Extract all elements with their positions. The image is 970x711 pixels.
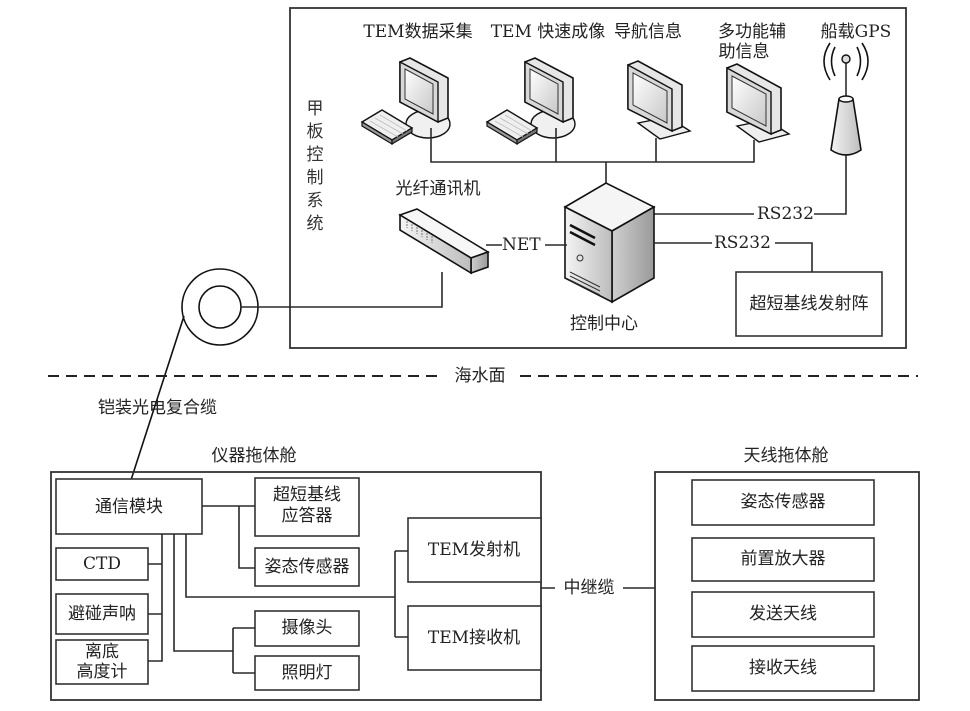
tx-antenna-box[interactable] <box>691 591 875 638</box>
tem-transmitter-box[interactable] <box>407 517 542 583</box>
ctd-box[interactable] <box>55 547 149 581</box>
deck-system-title: 甲板控制系统 <box>305 98 325 236</box>
usbl-link <box>654 242 813 272</box>
relay-cable-label: 中继缆 <box>563 578 615 598</box>
sonar-label: 避碰声呐 <box>68 604 136 624</box>
workstation-icon <box>361 57 451 145</box>
lighting-box[interactable] <box>254 655 360 691</box>
station-label-line1: 多功能辅 <box>718 22 786 42</box>
station-label: TEM数据采集 <box>363 22 473 42</box>
antenna-attitude-sensor-box[interactable] <box>691 479 875 526</box>
workstation-icon <box>486 57 576 145</box>
comm-to-left-sensors <box>148 534 163 662</box>
antenna-item-label: 接收天线 <box>749 658 817 678</box>
tem-receiver-label: TEM接收机 <box>427 628 521 648</box>
comm-module-label: 通信模块 <box>95 497 163 517</box>
fiber-comm-label: 光纤通讯机 <box>395 179 481 199</box>
rs232-gps-label: RS232 <box>757 204 814 224</box>
comm-to-tem <box>185 534 408 638</box>
network-switch-icon <box>398 208 490 275</box>
sea-surface-label: 海水面 <box>454 366 506 386</box>
instrument-tow-frame <box>50 471 542 701</box>
usbl-transponder-label-line2: 应答器 <box>281 506 333 526</box>
antenna-tow-frame <box>654 471 920 701</box>
camera-label: 摄像头 <box>281 618 333 638</box>
antenna-item-label: 发送天线 <box>749 604 817 624</box>
station-label: 导航信息 <box>614 22 682 42</box>
usbl-transponder-label-line1: 超短基线 <box>273 485 341 505</box>
armored-cable-label: 铠装光电复合缆 <box>98 398 217 418</box>
control-center-label: 控制中心 <box>570 314 638 334</box>
station-label: TEM 快速成像 <box>490 22 606 42</box>
altimeter-box[interactable] <box>55 639 149 685</box>
winch-to-switch <box>241 272 443 308</box>
attitude-sensor-label: 姿态传感器 <box>264 557 350 577</box>
preamp-box[interactable] <box>691 537 875 582</box>
gps-label: 船载GPS <box>820 22 892 42</box>
usbl-transponder-box[interactable] <box>254 477 360 537</box>
comm-to-camera-light <box>173 534 255 674</box>
monitor-icon <box>726 63 790 143</box>
server-tower-icon <box>563 182 656 304</box>
antenna-item-label: 前置放大器 <box>740 549 826 569</box>
tem-receiver-box[interactable] <box>407 605 542 671</box>
usbl-transmitter-label: 超短基线发射阵 <box>749 294 869 314</box>
lighting-label: 照明灯 <box>281 663 333 683</box>
ctd-label: CTD <box>83 554 121 574</box>
gps-antenna-icon <box>823 42 869 156</box>
attitude-sensor-box[interactable] <box>254 547 360 587</box>
deck-system-frame <box>289 7 907 349</box>
deck-system-title-text: 甲板控制系统 <box>306 99 324 234</box>
net-link-label: NET <box>502 235 541 255</box>
instrument-tow-title: 仪器拖体舱 <box>211 446 297 466</box>
comm-to-upper-right <box>202 505 255 569</box>
altimeter-label-line2: 高度计 <box>76 662 128 682</box>
usbl-transmitter-box <box>735 271 883 337</box>
workstation-bus <box>430 128 755 185</box>
altimeter-label-line1: 离底 <box>85 642 119 662</box>
armored-cable-line <box>130 315 185 481</box>
monitor-icon <box>627 60 691 140</box>
gps-link <box>814 155 847 215</box>
rs232-usbl-label: RS232 <box>714 233 771 253</box>
antenna-tow-title: 天线拖体舱 <box>743 446 829 466</box>
comm-module-box[interactable] <box>55 478 203 535</box>
antenna-item-label: 姿态传感器 <box>740 492 826 512</box>
cable-winch-icon <box>181 268 259 346</box>
station-label-line2: 助信息 <box>718 42 770 62</box>
tem-transmitter-label: TEM发射机 <box>427 540 521 560</box>
rx-antenna-box[interactable] <box>691 645 875 692</box>
